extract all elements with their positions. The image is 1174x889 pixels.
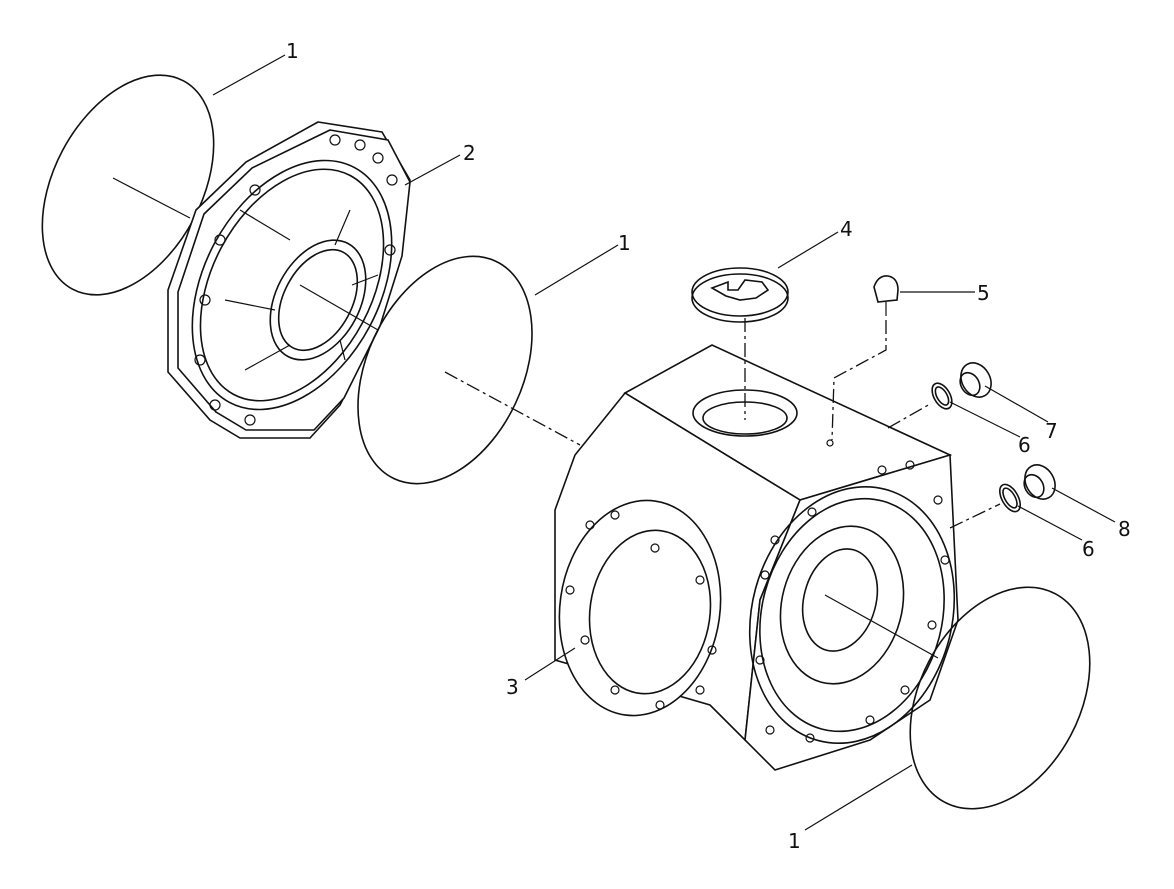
callout-1-bottom: 1 bbox=[788, 829, 801, 853]
callout-1-top: 1 bbox=[286, 39, 299, 63]
callout-5: 5 bbox=[977, 281, 990, 305]
plug-7 bbox=[887, 362, 992, 429]
plug-8 bbox=[949, 464, 1056, 529]
gasket-1-bottom-right bbox=[824, 586, 1091, 810]
breather-plug-5 bbox=[831, 275, 899, 441]
o-ring-6-lower bbox=[998, 483, 1022, 513]
gearbox-housing-3 bbox=[554, 344, 959, 771]
callout-1-middle: 1 bbox=[618, 231, 631, 255]
callout-6-upper: 6 bbox=[1018, 433, 1031, 457]
callout-labels: 1 2 1 4 5 7 6 8 6 3 1 bbox=[286, 39, 1131, 853]
callout-4: 4 bbox=[840, 217, 853, 241]
o-ring-6-upper bbox=[931, 382, 953, 410]
gasket-1-middle bbox=[357, 255, 581, 485]
callout-7: 7 bbox=[1045, 419, 1058, 443]
leader-lines bbox=[212, 54, 1116, 831]
callout-2: 2 bbox=[463, 141, 476, 165]
cover-flange-2 bbox=[167, 121, 411, 439]
callout-3: 3 bbox=[506, 675, 519, 699]
callout-6-lower: 6 bbox=[1082, 537, 1095, 561]
inspection-cover-4 bbox=[691, 267, 789, 420]
callout-8: 8 bbox=[1118, 517, 1131, 541]
